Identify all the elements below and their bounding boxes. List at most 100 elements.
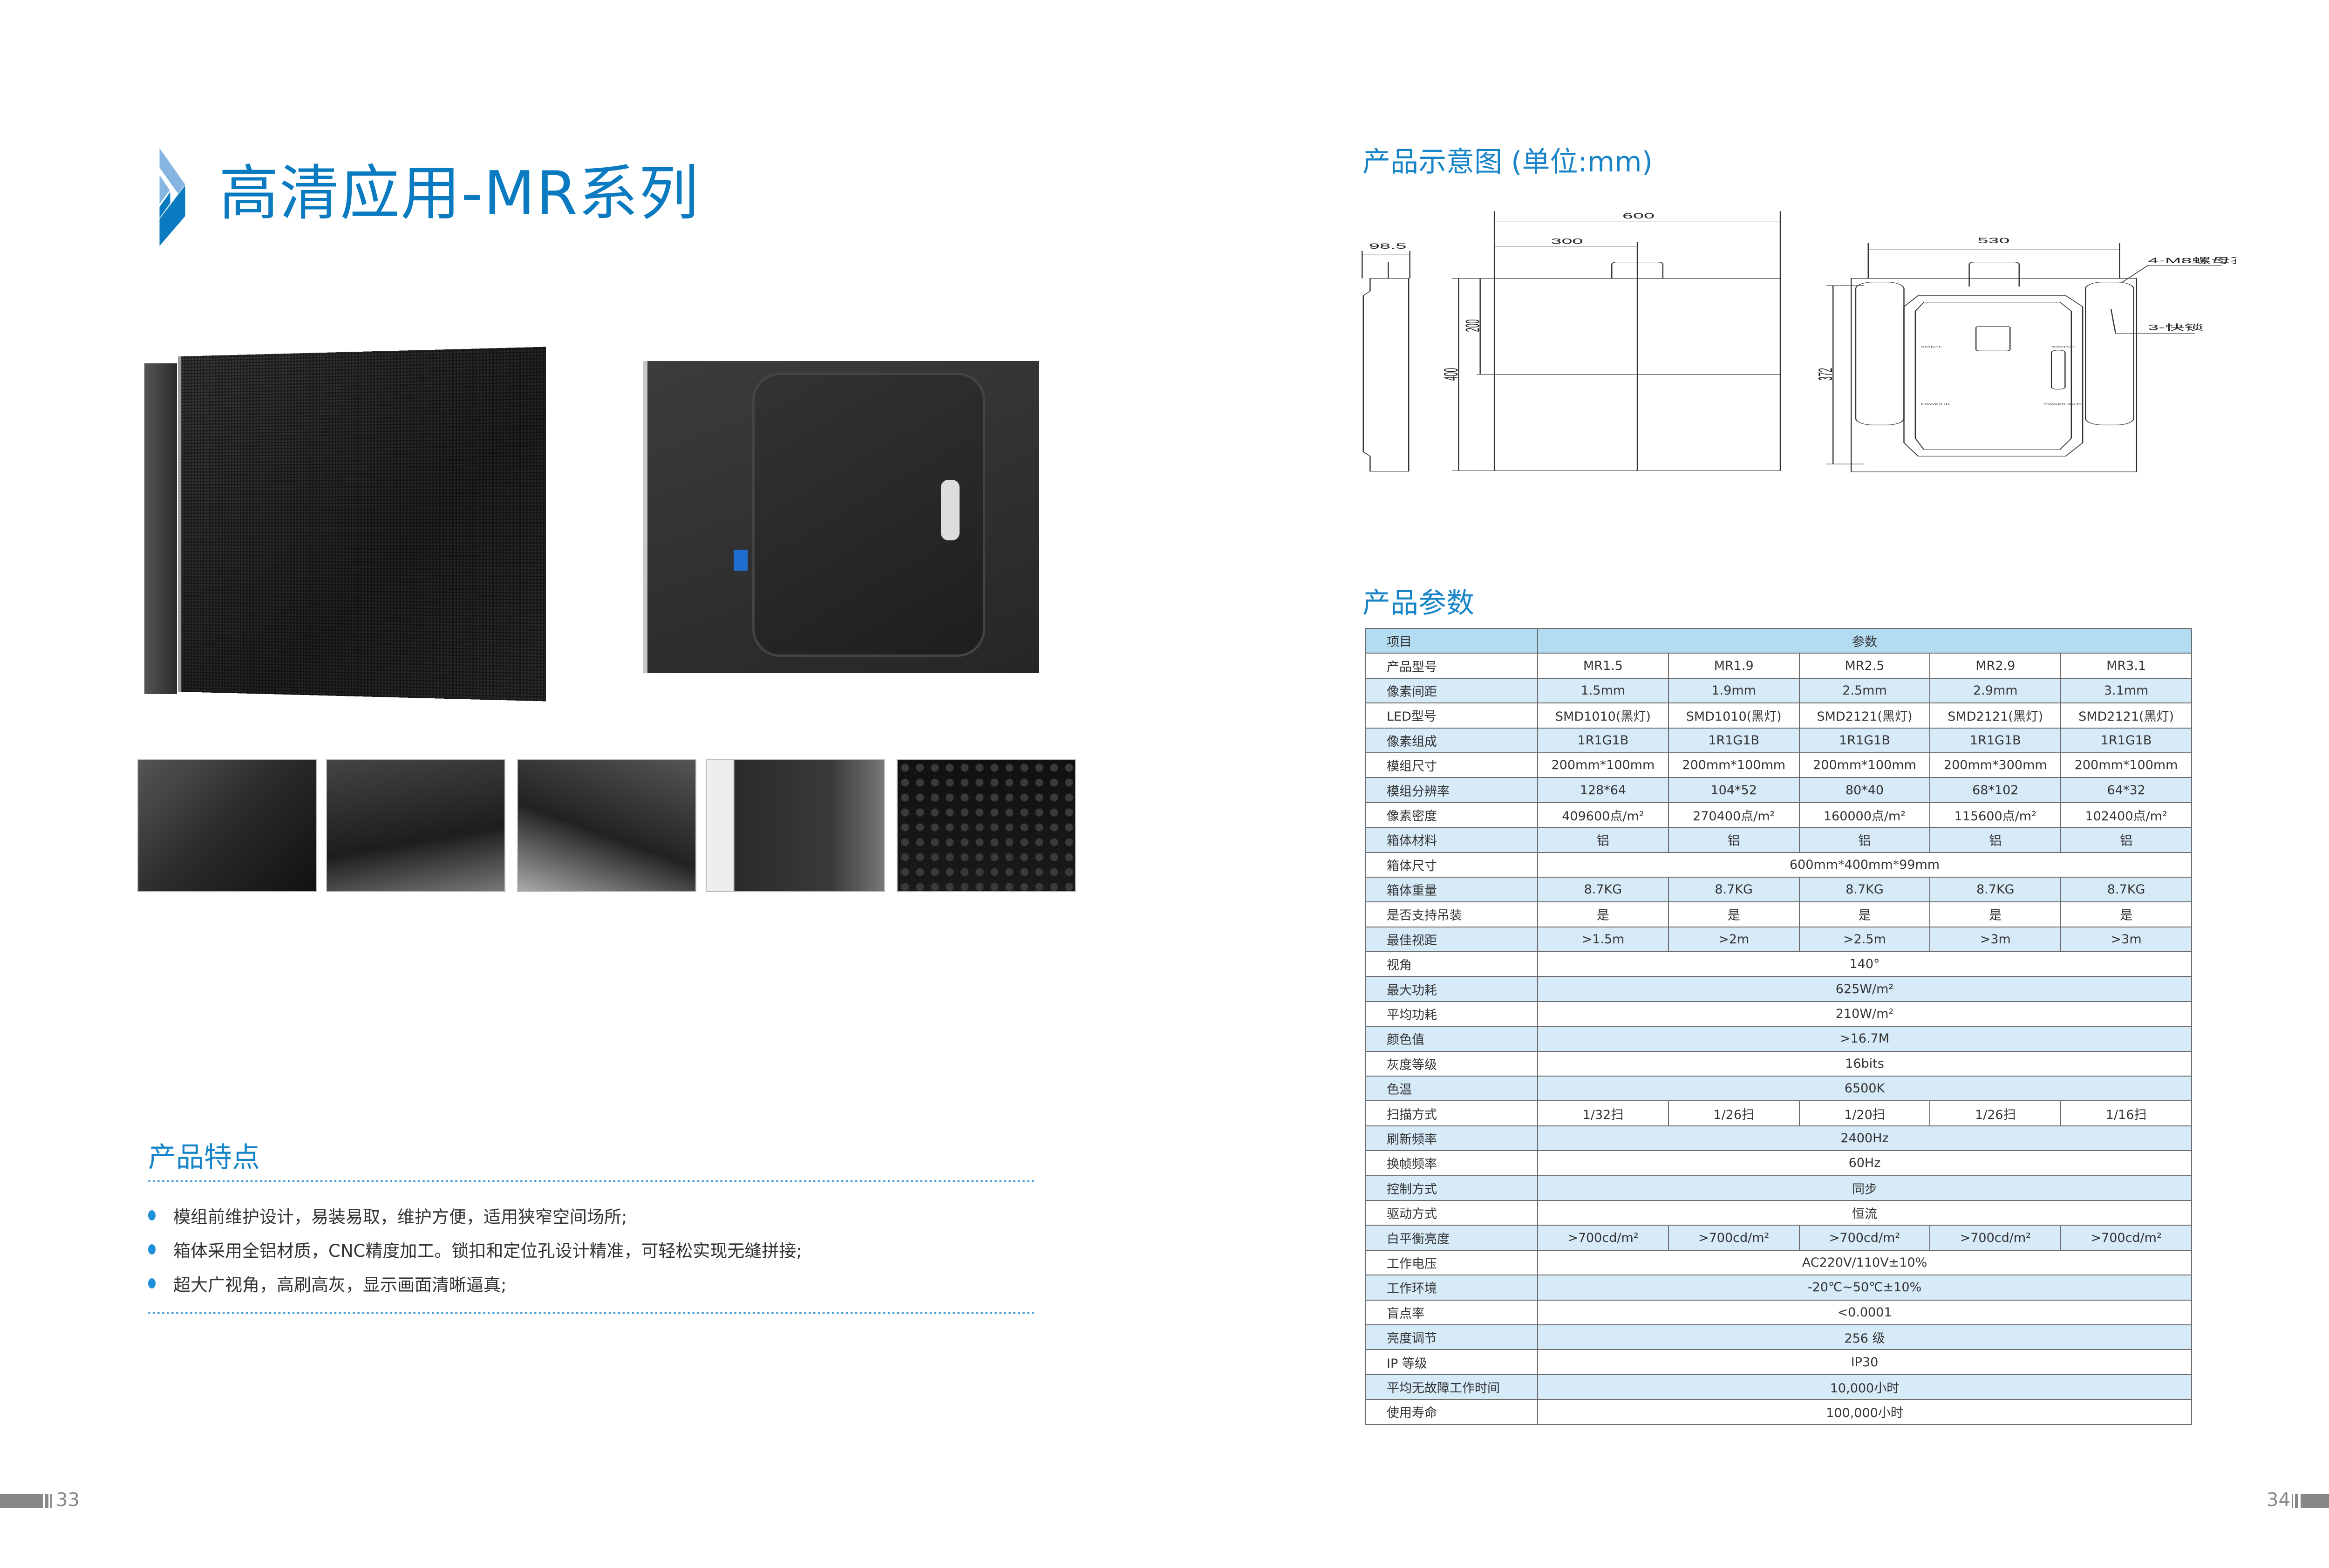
feature-item: 箱体采用全铝材质，CNC精度加工。锁扣和定位孔设计精准，可轻松实现无缝拼接;: [148, 1237, 802, 1262]
row-label: 工作电压: [1365, 1250, 1538, 1275]
row-label: 像素密度: [1365, 803, 1538, 827]
detail-thumbnail-handle: [326, 759, 505, 892]
table-row: 灰度等级16bits: [1365, 1051, 2192, 1076]
page-bar-right: [2295, 1494, 2298, 1508]
table-cell: 8.7KG: [2061, 877, 2192, 902]
feature-text: 超大广视角，高刷高灰，显示画面清晰逼真;: [173, 1271, 506, 1296]
dim-height: 400: [1440, 368, 1462, 381]
row-label: 盲点率: [1365, 1300, 1538, 1325]
dim-width: 600: [1622, 212, 1655, 220]
row-label: 白平衡亮度: [1365, 1225, 1538, 1250]
row-label: 最大功耗: [1365, 976, 1538, 1001]
label-power-out: POWER OUT>: [2044, 403, 2082, 405]
table-cell: 200mm*100mm: [1799, 753, 1930, 777]
row-label: 换帧频率: [1365, 1151, 1538, 1175]
table-cell: 1/16扫: [2061, 1101, 2192, 1125]
detail-thumbnail-connectors: [137, 759, 317, 892]
row-label: 颜色值: [1365, 1026, 1538, 1051]
table-cell: 8.7KG: [1799, 877, 1930, 902]
table-cell: 是: [1668, 902, 1799, 927]
table-cell: 270400点/m²: [1668, 803, 1799, 827]
table-row: 像素间距1.5mm1.9mm2.5mm2.9mm3.1mm: [1365, 678, 2192, 703]
table-cell-merged: 恒流: [1538, 1200, 2192, 1225]
table-cell: 200mm*100mm: [2061, 753, 2192, 777]
table-cell: MR3.1: [2061, 653, 2192, 678]
table-cell: MR2.5: [1799, 653, 1930, 678]
table-cell: 3.1mm: [2061, 678, 2192, 703]
detail-thumbnail-knob: [706, 759, 885, 892]
table-row: 像素密度409600点/m²270400点/m²160000点/m²115600…: [1365, 803, 2192, 827]
table-cell-merged: 10,000小时: [1538, 1375, 2192, 1399]
table-row: 刷新频率2400Hz: [1365, 1126, 2192, 1151]
table-row: 扫描方式1/32扫1/26扫1/20扫1/26扫1/16扫: [1365, 1101, 2192, 1125]
table-row: 色温6500K: [1365, 1076, 2192, 1101]
table-cell-merged: 100,000小时: [1538, 1399, 2192, 1424]
table-cell-merged: IP30: [1538, 1350, 2192, 1374]
page-bar-right: [2301, 1494, 2329, 1508]
row-label: 最佳视距: [1365, 927, 1538, 952]
back-view-outline: [1851, 279, 2137, 472]
row-label: 色温: [1365, 1076, 1538, 1101]
row-label: 像素间距: [1365, 678, 1538, 703]
table-cell-merged: 140°: [1538, 952, 2192, 976]
label-signal-in: SIGNAL: [1921, 346, 1942, 348]
table-cell-merged: 16bits: [1538, 1051, 2192, 1076]
table-cell-merged: 256 级: [1538, 1325, 2192, 1350]
table-cell: 铝: [1668, 827, 1799, 852]
page-bar-left: [0, 1494, 43, 1508]
table-row: 箱体材料铝铝铝铝铝: [1365, 827, 2192, 852]
table-cell: 160000点/m²: [1799, 803, 1930, 827]
table-cell: 104*52: [1668, 777, 1799, 802]
row-label: 灰度等级: [1365, 1051, 1538, 1076]
table-row: 产品型号MR1.5MR1.9MR2.5MR2.9MR3.1: [1365, 653, 2192, 678]
table-row: 最佳视距>1.5m>2m>2.5m>3m>3m: [1365, 927, 2192, 952]
table-cell: 200mm*100mm: [1668, 753, 1799, 777]
table-cell: 68*102: [1930, 777, 2061, 802]
row-label: 刷新频率: [1365, 1126, 1538, 1151]
feature-item: 超大广视角，高刷高灰，显示画面清晰逼真;: [148, 1271, 506, 1296]
table-cell: 1/32扫: [1538, 1101, 1668, 1125]
row-label: 控制方式: [1365, 1176, 1538, 1200]
row-label: 是否支持吊装: [1365, 902, 1538, 927]
table-row: 颜色值>16.7M: [1365, 1026, 2192, 1051]
power-port-icon: [734, 550, 748, 571]
table-cell: 2.9mm: [1930, 678, 2061, 703]
table-cell-merged: AC220V/110V±10%: [1538, 1250, 2192, 1275]
row-label: 平均无故障工作时间: [1365, 1375, 1538, 1399]
row-label: 视角: [1365, 952, 1538, 976]
page-bar-right: [2292, 1494, 2293, 1508]
table-row: 最大功耗625W/m²: [1365, 976, 2192, 1001]
table-cell: MR1.9: [1668, 653, 1799, 678]
table-cell-merged: 625W/m²: [1538, 976, 2192, 1001]
table-cell: SMD1010(黑灯): [1668, 703, 1799, 728]
table-cell: 115600点/m²: [1930, 803, 2061, 827]
table-cell: 2.5mm: [1799, 678, 1930, 703]
label-quick-lock: 3-快锁: [2148, 323, 2204, 332]
row-label: 像素组成: [1365, 728, 1538, 753]
table-cell: SMD1010(黑灯): [1538, 703, 1668, 728]
table-cell: 是: [1538, 902, 1668, 927]
table-cell: 1R1G1B: [1799, 728, 1930, 753]
header-item: 项目: [1365, 628, 1538, 653]
row-label: 箱体尺寸: [1365, 852, 1538, 877]
label-nut-holes: 4-M8螺母孔: [2148, 256, 2236, 265]
table-cell: 8.7KG: [1538, 877, 1668, 902]
table-cell: >2m: [1668, 927, 1799, 952]
table-header-row: 项目 参数: [1365, 628, 2192, 653]
table-row: 模组尺寸200mm*100mm200mm*100mm200mm*100mm200…: [1365, 753, 2192, 777]
table-cell: 铝: [1799, 827, 1930, 852]
table-cell: 8.7KG: [1668, 877, 1799, 902]
table-row: 工作环境-20℃~50℃±10%: [1365, 1275, 2192, 1300]
table-cell: SMD2121(黑灯): [1930, 703, 2061, 728]
table-cell: 是: [1930, 902, 2061, 927]
table-row: LED型号SMD1010(黑灯)SMD1010(黑灯)SMD2121(黑灯)SM…: [1365, 703, 2192, 728]
table-cell: >700cd/m²: [2061, 1225, 2192, 1250]
table-cell: 8.7KG: [1930, 877, 2061, 902]
table-cell: >700cd/m²: [1538, 1225, 1668, 1250]
label-signal-out: SIGNAL>: [2051, 346, 2076, 348]
row-label: LED型号: [1365, 703, 1538, 728]
table-cell: 80*40: [1799, 777, 1930, 802]
table-cell: 是: [1799, 902, 1930, 927]
bullet-icon: [148, 1278, 156, 1288]
table-cell: 200mm*100mm: [1538, 753, 1668, 777]
